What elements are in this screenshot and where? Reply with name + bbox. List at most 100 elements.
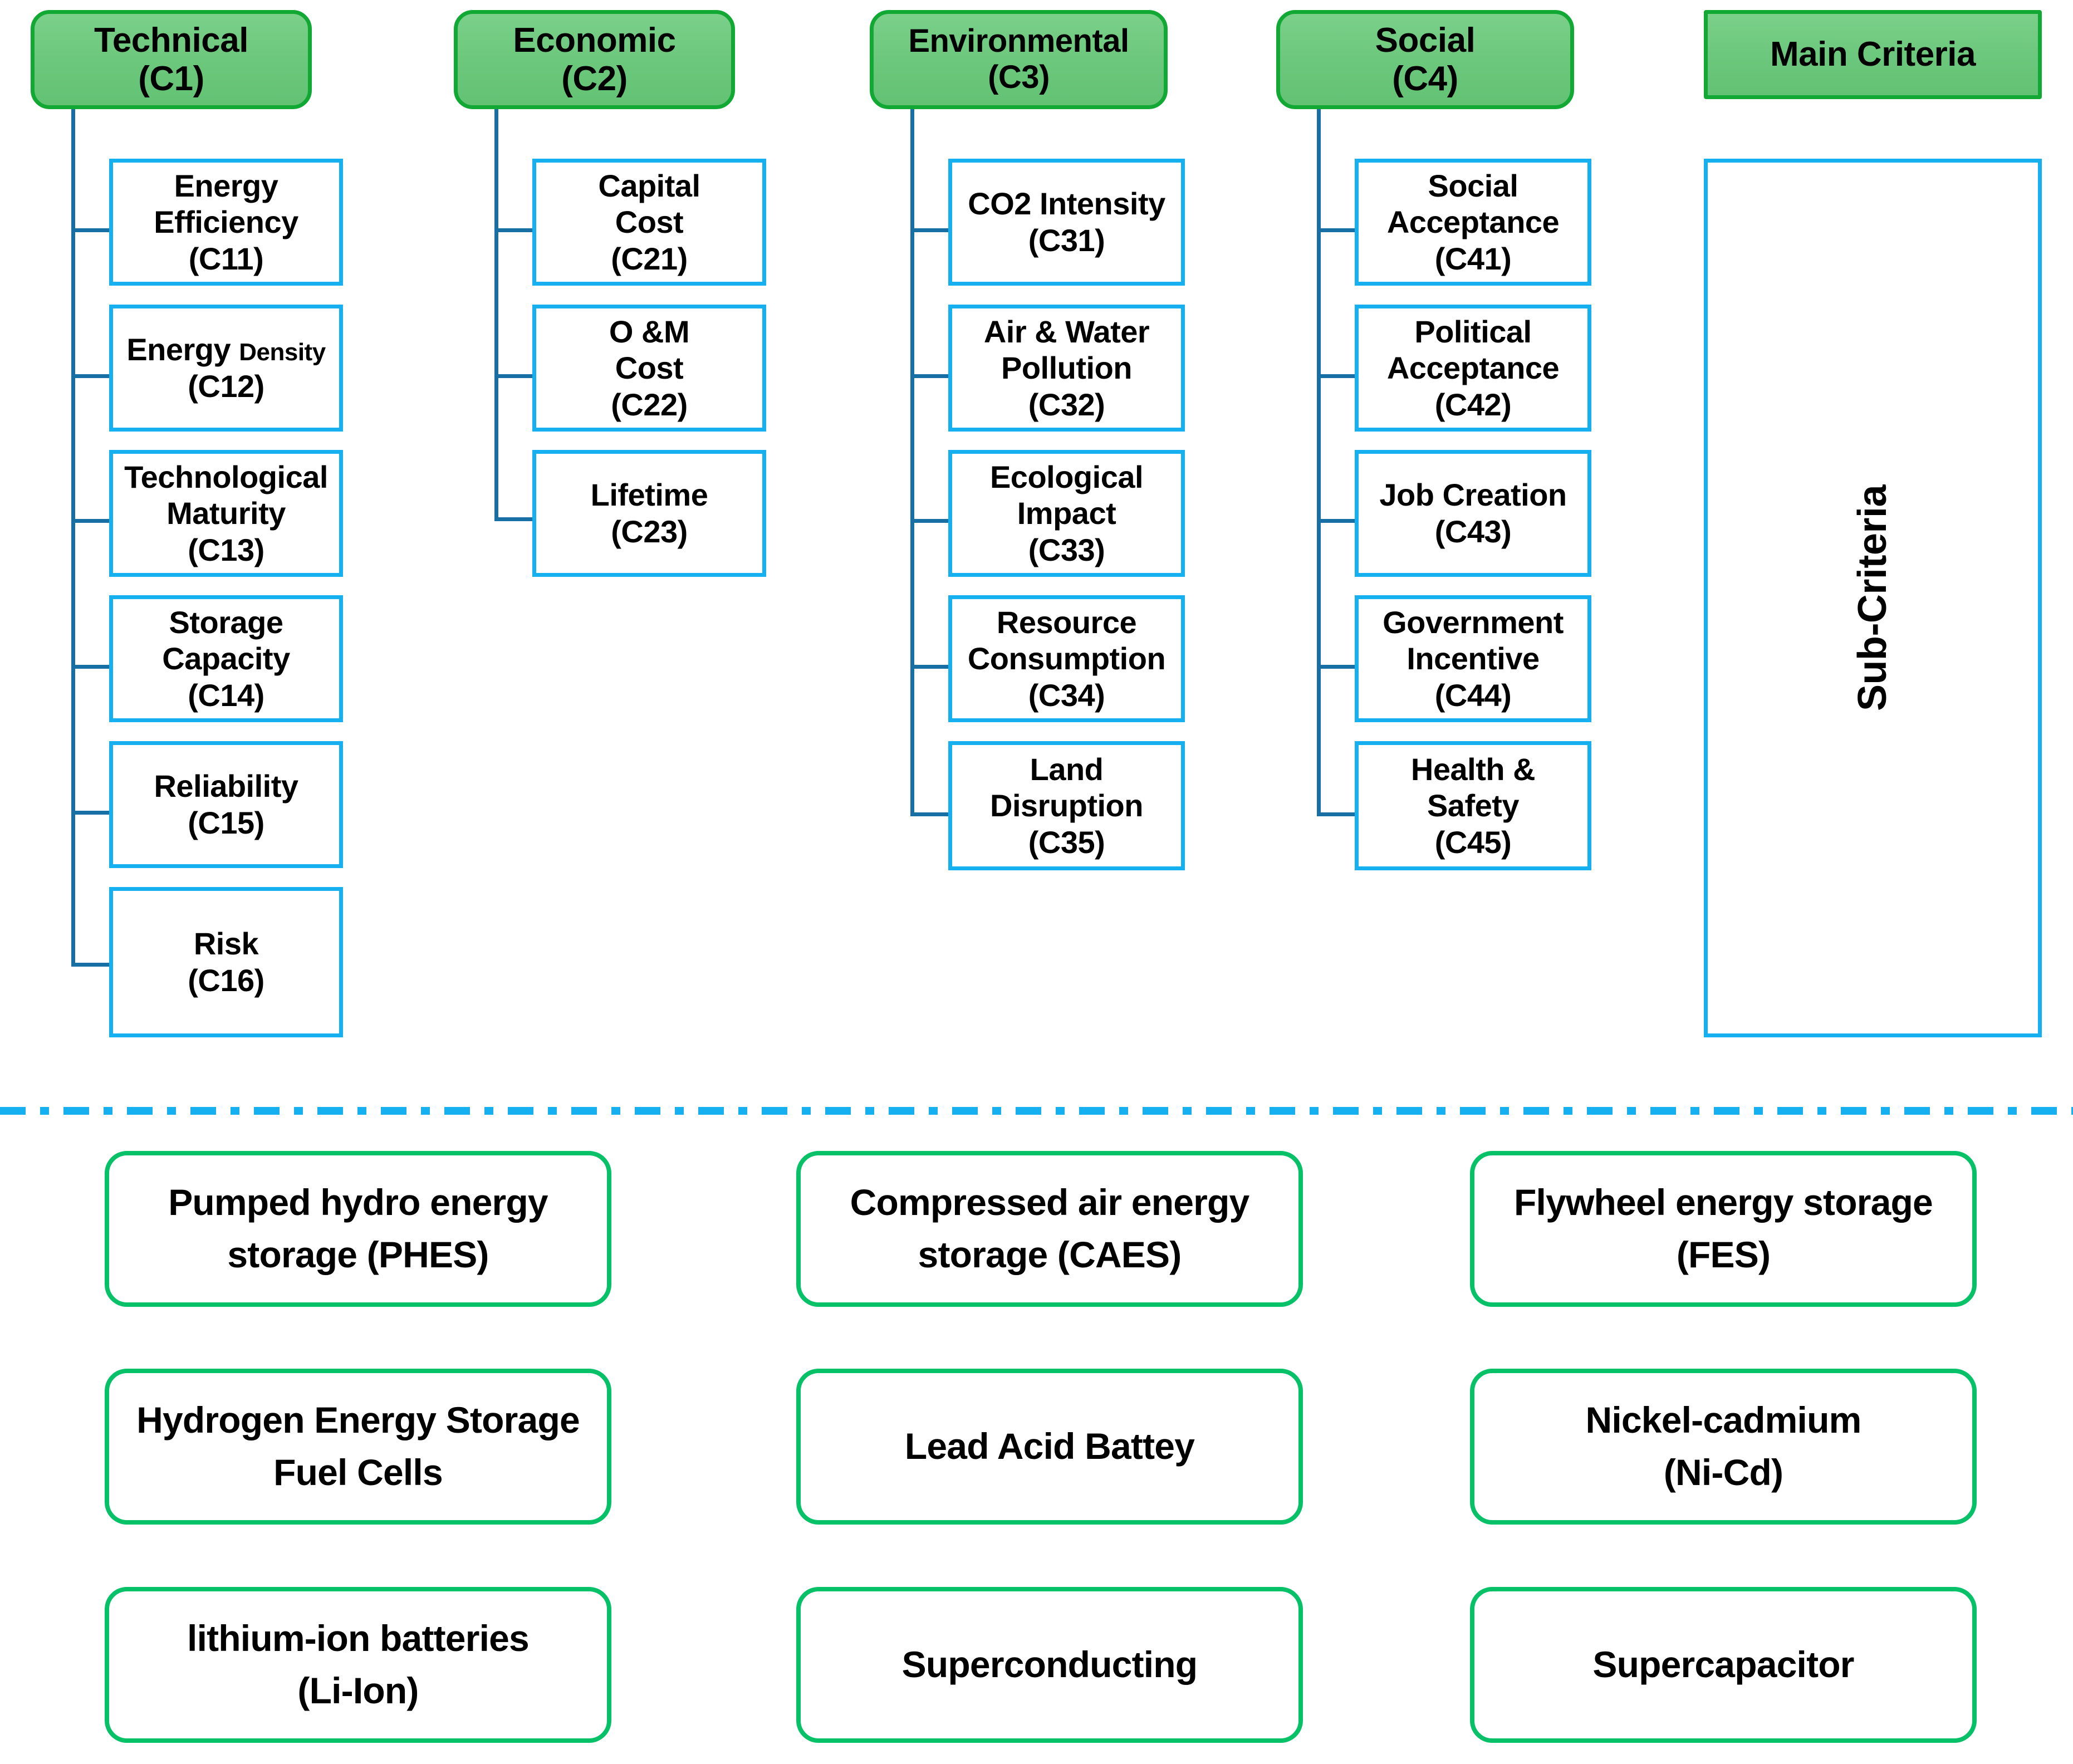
main-criteria-label-c2: Economic (C2)	[458, 21, 731, 99]
sub-criteria-box-c35[interactable]: Land Disruption (C35)	[948, 741, 1185, 870]
main-criteria-box-c3[interactable]: Environmental (C3)	[870, 10, 1168, 109]
sub-criteria-label-c31: CO2 Intensity (C31)	[952, 185, 1181, 258]
sub-criteria-text-line1: Land	[1030, 751, 1104, 787]
sub-criteria-label-c34: Resource Consumption (C34)	[952, 604, 1181, 714]
sub-criteria-text-line1: Social	[1428, 168, 1518, 203]
sub-criteria-box-c31[interactable]: CO2 Intensity (C31)	[948, 159, 1185, 286]
sub-criteria-code: (C21)	[611, 241, 688, 276]
sub-criteria-text-line1: Air & Water	[983, 313, 1150, 349]
sub-criteria-text-line2: Safety	[1427, 788, 1520, 824]
main-criteria-box-c1[interactable]: Technical (C1)	[31, 10, 312, 109]
sub-criteria-text-line2: Incentive	[1406, 641, 1540, 677]
main-criteria-name-c2: Economic	[513, 21, 676, 60]
main-criteria-box-c2[interactable]: Economic (C2)	[454, 10, 735, 109]
alternative-box-phes[interactable]: Pumped hydro energy storage (PHES)	[105, 1151, 611, 1307]
sub-criteria-box-c44[interactable]: Government Incentive (C44)	[1355, 595, 1591, 722]
connector-stub-c43	[1317, 519, 1359, 523]
sub-criteria-text-line1: Health &	[1410, 751, 1536, 787]
sub-criteria-code: (C12)	[188, 369, 264, 404]
alternative-box-superconducting[interactable]: Superconducting	[796, 1587, 1303, 1743]
sub-criteria-box-c12[interactable]: Energy Density (C12)	[109, 305, 343, 432]
sub-criteria-text-line1: Energy	[126, 332, 231, 367]
sub-criteria-text-line2: Acceptance	[1386, 204, 1560, 240]
alternative-label-caes: Compressed air energy storage (CAES)	[801, 1177, 1298, 1281]
sub-criteria-box-c42[interactable]: Political Acceptance (C42)	[1355, 305, 1591, 432]
sub-criteria-label-c35: Land Disruption (C35)	[952, 751, 1181, 861]
sub-criteria-label-c32: Air & Water Pollution (C32)	[952, 313, 1181, 423]
alternative-box-li-ion[interactable]: lithium-ion batteries (Li-Ion)	[105, 1587, 611, 1743]
sub-criteria-box-c15[interactable]: Reliability (C15)	[109, 741, 343, 868]
sub-criteria-text-line1: Resource	[996, 604, 1137, 640]
connector-trunk-c1	[71, 109, 75, 967]
sub-criteria-box-c14[interactable]: Storage Capacity (C14)	[109, 595, 343, 722]
sub-criteria-box-c11[interactable]: Energy Efficiency (C11)	[109, 159, 343, 286]
sub-criteria-text-line1: Ecological	[989, 459, 1144, 494]
connector-stub-c31	[910, 228, 952, 232]
sub-criteria-code: (C23)	[611, 514, 688, 549]
sub-criteria-box-c22[interactable]: O &M Cost (C22)	[532, 305, 766, 432]
connector-stub-c45	[1317, 812, 1359, 816]
alternative-label-lead-acid: Lead Acid Battey	[801, 1420, 1298, 1473]
alternative-label-li-ion: lithium-ion batteries (Li-Ion)	[109, 1613, 607, 1717]
connector-stub-c41	[1317, 228, 1359, 232]
main-criteria-name-c3: Environmental	[908, 23, 1129, 60]
sub-criteria-box-c23[interactable]: Lifetime (C23)	[532, 450, 766, 577]
sub-criteria-text-line2: Disruption	[990, 788, 1143, 824]
connector-stub-c16	[71, 963, 113, 967]
sub-criteria-label-c33: Ecological Impact (C33)	[952, 459, 1181, 569]
sub-criteria-code: (C45)	[1434, 824, 1512, 860]
sub-criteria-box-c45[interactable]: Health & Safety (C45)	[1355, 741, 1591, 870]
sub-criteria-text-line2: Cost	[615, 350, 684, 386]
sub-criteria-label-c44: Government Incentive (C44)	[1359, 604, 1587, 714]
sub-criteria-box-c43[interactable]: Job Creation (C43)	[1355, 450, 1591, 577]
sub-criteria-code: (C15)	[188, 805, 264, 840]
sub-criteria-box-c32[interactable]: Air & Water Pollution (C32)	[948, 305, 1185, 432]
alternative-text-line1: Lead Acid Battey	[904, 1425, 1195, 1467]
sub-criteria-box-c16[interactable]: Risk (C16)	[109, 887, 343, 1037]
sub-criteria-box-c21[interactable]: Capital Cost (C21)	[532, 159, 766, 286]
connector-stub-c32	[910, 374, 952, 378]
alternative-box-hydrogen[interactable]: Hydrogen Energy Storage Fuel Cells	[105, 1369, 611, 1525]
alternative-box-lead-acid[interactable]: Lead Acid Battey	[796, 1369, 1303, 1525]
sub-criteria-code: (C43)	[1434, 514, 1512, 549]
alternative-box-caes[interactable]: Compressed air energy storage (CAES)	[796, 1151, 1303, 1307]
alternative-label-supercapacitor: Supercapacitor	[1474, 1639, 1972, 1691]
alternative-text-line2: (Li-Ion)	[297, 1670, 419, 1711]
main-criteria-box-c4[interactable]: Social (C4)	[1276, 10, 1574, 109]
sub-criteria-text-line2: Impact	[1017, 496, 1116, 531]
sub-criteria-code: (C41)	[1434, 241, 1512, 276]
alternative-text-line2: (Ni-Cd)	[1663, 1452, 1783, 1493]
sub-criteria-box-c33[interactable]: Ecological Impact (C33)	[948, 450, 1185, 577]
connector-stub-c14	[71, 665, 113, 669]
alternative-text-line1: lithium-ion batteries	[187, 1618, 530, 1659]
sub-criteria-text-line1: CO2 Intensity	[968, 186, 1165, 222]
connector-stub-c21	[494, 228, 536, 232]
main-criteria-name-c1: Technical	[94, 21, 248, 60]
alternative-text-line1: Flywheel energy storage	[1514, 1182, 1933, 1223]
sub-criteria-label-c21: Capital Cost (C21)	[536, 168, 762, 277]
sub-criteria-code: (C34)	[1028, 677, 1105, 713]
sub-criteria-text-line2: Acceptance	[1386, 350, 1560, 386]
sub-criteria-code: (C44)	[1434, 677, 1512, 713]
sub-criteria-label-c43: Job Creation (C43)	[1359, 477, 1587, 550]
alternative-box-nicd[interactable]: Nickel-cadmium (Ni-Cd)	[1470, 1369, 1977, 1525]
sub-criteria-label-c42: Political Acceptance (C42)	[1359, 313, 1587, 423]
sub-criteria-code: (C31)	[1028, 223, 1105, 258]
legend-main-criteria-box: Main Criteria	[1704, 10, 2042, 99]
sub-criteria-box-c13[interactable]: Technological Maturity (C13)	[109, 450, 343, 577]
sub-criteria-box-c34[interactable]: Resource Consumption (C34)	[948, 595, 1185, 722]
legend-sub-criteria-label: Sub-Criteria	[1850, 484, 1895, 712]
alternative-text-line2: storage (PHES)	[227, 1234, 489, 1275]
connector-stub-c11	[71, 228, 113, 232]
main-criteria-code-c2: (C2)	[561, 60, 628, 98]
alternative-box-supercapacitor[interactable]: Supercapacitor	[1470, 1587, 1977, 1743]
sub-criteria-code: (C22)	[611, 386, 688, 422]
alternative-box-fes[interactable]: Flywheel energy storage (FES)	[1470, 1151, 1977, 1307]
alternative-label-phes: Pumped hydro energy storage (PHES)	[109, 1177, 607, 1281]
connector-stub-c13	[71, 519, 113, 523]
connector-stub-c12	[71, 374, 113, 378]
sub-criteria-box-c41[interactable]: Social Acceptance (C41)	[1355, 159, 1591, 286]
sub-criteria-text-line2: Efficiency	[154, 204, 298, 240]
sub-criteria-code: (C42)	[1434, 386, 1512, 422]
